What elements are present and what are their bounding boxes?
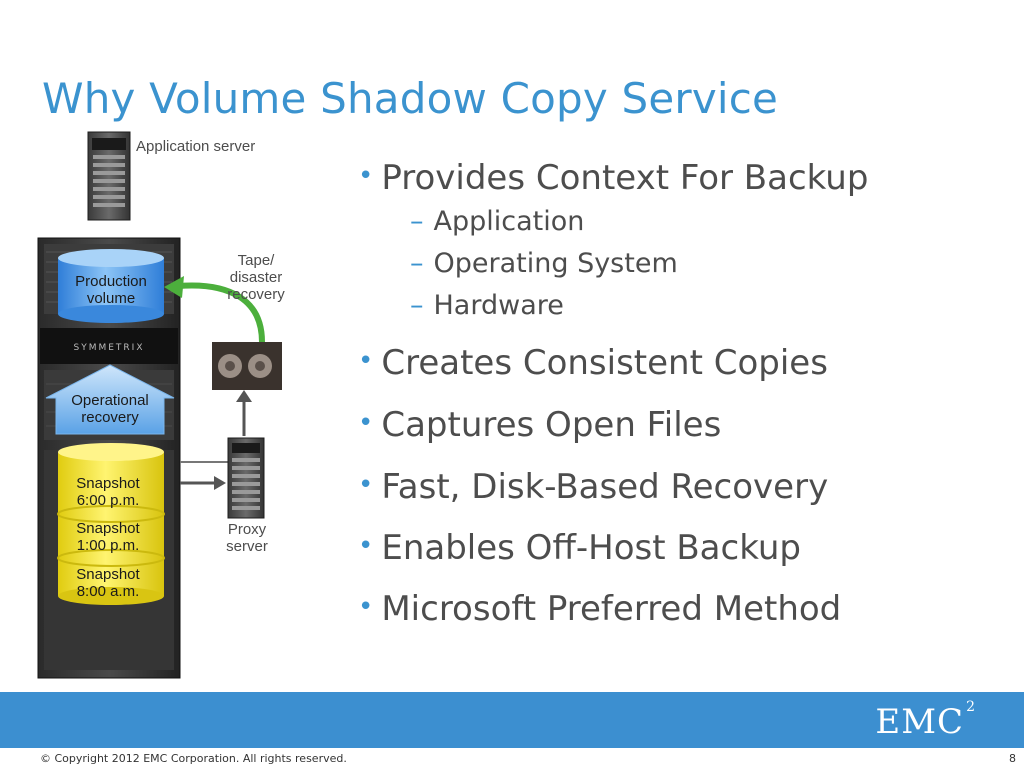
dash-icon: – — [410, 206, 424, 237]
copyright-text: © Copyright 2012 EMC Corporation. All ri… — [40, 752, 347, 765]
production-volume-label: Production volume — [75, 273, 147, 307]
bullet-icon: • — [358, 592, 374, 622]
application-server-icon — [87, 131, 131, 221]
sub-bullet-item: –Hardware — [410, 290, 564, 321]
snapshot-label-2: Snapshot 1:00 p.m. — [76, 520, 140, 554]
snapshot-stack — [57, 443, 165, 605]
tape-icon — [212, 342, 282, 390]
proxy-server-icon — [227, 437, 265, 519]
bullet-item: •Fast, Disk-Based Recovery — [358, 467, 829, 507]
bullet-item: •Creates Consistent Copies — [358, 343, 828, 383]
page-number: 8 — [1009, 752, 1016, 765]
operational-recovery-arrow — [45, 364, 175, 435]
bullet-icon: • — [358, 346, 374, 376]
sub-bullet-item: –Application — [410, 206, 585, 237]
application-server-label: Application server — [136, 138, 256, 155]
tape-label: Tape/ disaster recovery — [227, 252, 285, 303]
bullet-item: •Microsoft Preferred Method — [358, 589, 842, 629]
bullet-item: •Enables Off-Host Backup — [358, 528, 801, 568]
dash-icon: – — [410, 248, 424, 279]
operational-recovery-label: Operational recovery — [71, 392, 149, 426]
bullet-icon: • — [358, 161, 374, 191]
bullet-icon: • — [358, 408, 374, 438]
array-brand-label: SYMMETRIX — [74, 343, 145, 353]
production-volume-cylinder — [58, 249, 164, 323]
bullet-item: •Captures Open Files — [358, 405, 722, 445]
bullet-item: •Provides Context For Backup — [358, 158, 869, 198]
restore-arrow — [164, 276, 265, 343]
proxy-to-tape-arrow — [236, 390, 252, 436]
sub-bullet-item: –Operating System — [410, 248, 678, 279]
snapshot-label-1: Snapshot 6:00 p.m. — [76, 475, 140, 509]
snapshot-to-proxy-arrow — [180, 476, 226, 490]
bullet-icon: • — [358, 531, 374, 561]
proxy-server-label: Proxy server — [226, 521, 268, 555]
bullet-icon: • — [358, 470, 374, 500]
snapshot-label-3: Snapshot 8:00 a.m. — [76, 566, 140, 600]
slide-title: Why Volume Shadow Copy Service — [42, 74, 779, 123]
dash-icon: – — [410, 290, 424, 321]
